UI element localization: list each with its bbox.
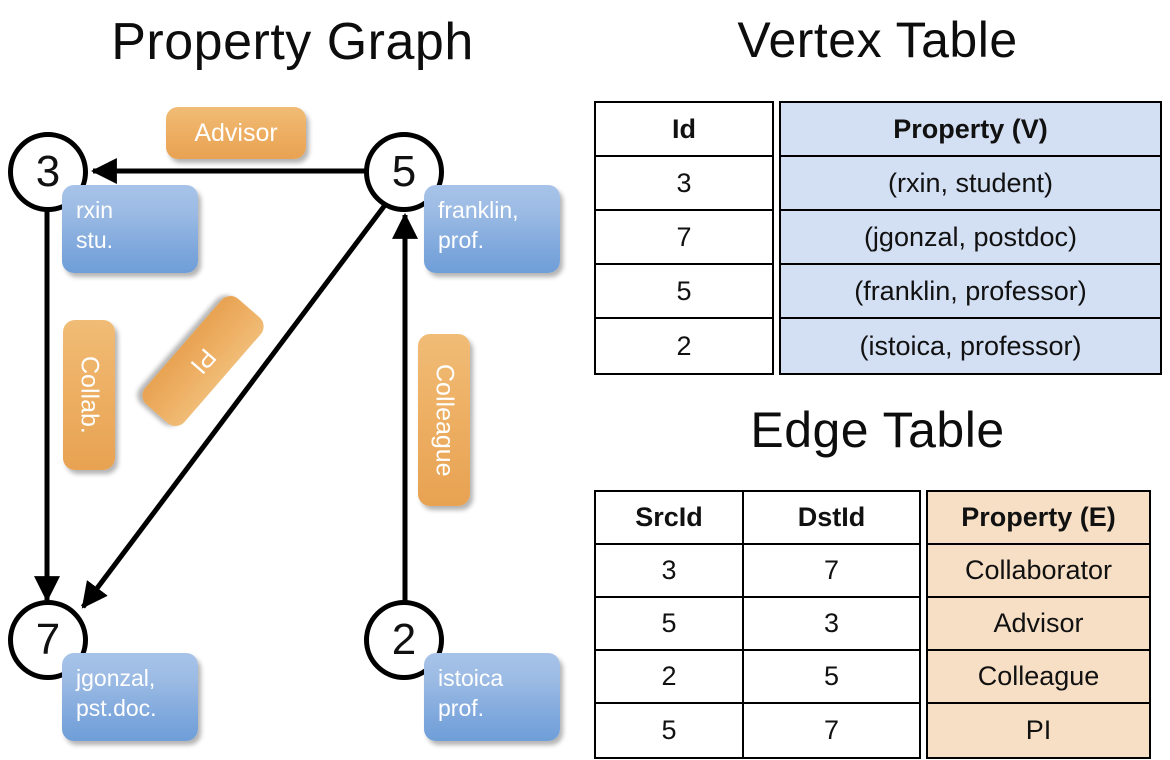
table-row: (istoica, professor) xyxy=(781,319,1160,373)
page-title-vertex-table: Vertex Table xyxy=(737,12,1018,68)
vertex-table-column-property: Property (V) (rxin, student) (jgonzal, p… xyxy=(779,101,1162,375)
table-row: (rxin, student) xyxy=(781,157,1160,211)
vertex-table: Id 3 7 5 2 Property (V) (rxin, student) … xyxy=(594,101,1162,375)
page-title-property-graph: Property Graph xyxy=(111,13,474,71)
table-row: 5 xyxy=(596,265,772,319)
table-row: 2 xyxy=(676,330,692,361)
table-row: 5 xyxy=(744,651,919,704)
table-row: 3 xyxy=(744,598,919,651)
table-row: (jgonzal, postdoc) xyxy=(781,211,1160,265)
table-row: 7 xyxy=(823,715,840,745)
table-row: 7 xyxy=(596,211,772,265)
vertex-property-box-2-line2: prof. xyxy=(438,695,485,721)
vertex-property-box-5[interactable]: franklin, prof. xyxy=(424,185,560,273)
table-row: Collaborator xyxy=(928,545,1149,598)
graph-node-2-label: 2 xyxy=(391,615,417,664)
edge-line-5-to-7 xyxy=(81,195,393,609)
graph-node-5-label: 5 xyxy=(391,147,417,196)
property-graph-diagram: 3 5 7 2 rxin stu. franklin, prof. jgonza… xyxy=(8,107,560,741)
vertex-table-column-id: Id 3 7 5 2 xyxy=(594,101,774,375)
graph-node-7-label: 7 xyxy=(35,615,61,664)
edge-label-advisor[interactable]: Advisor xyxy=(166,107,306,159)
table-row: 5 xyxy=(596,598,742,651)
edge-table: SrcId 3 5 2 5 DstId 7 3 5 7 Property (E)… xyxy=(594,490,1151,759)
vertex-property-box-5-line1: franklin, xyxy=(438,197,519,223)
table-row: 7 xyxy=(744,545,919,598)
graph-node-5[interactable]: 5 xyxy=(364,132,444,212)
table-row: 5 xyxy=(661,715,677,745)
edge-label-collab[interactable]: Collab. xyxy=(63,320,115,470)
edge-table-column-srcid: SrcId 3 5 2 5 xyxy=(594,490,744,759)
table-row: Colleague xyxy=(928,651,1149,704)
edge-label-advisor-text: Advisor xyxy=(194,118,278,147)
page-title-edge-table: Edge Table xyxy=(750,402,1005,458)
vertex-property-box-3[interactable]: rxin stu. xyxy=(62,185,198,273)
edge-label-pi-text: PI xyxy=(185,343,222,380)
vertex-table-header-property: Property (V) xyxy=(781,103,1160,157)
graph-node-2[interactable]: 2 xyxy=(364,600,444,680)
table-row: (franklin, professor) xyxy=(781,265,1160,319)
edge-label-colleague[interactable]: Colleague xyxy=(418,334,470,506)
vertex-property-box-2-line1: istoica xyxy=(438,665,504,691)
vertex-property-box-7[interactable]: jgonzal, pst.doc. xyxy=(62,653,198,741)
vertex-property-box-7-line1: jgonzal, xyxy=(76,665,156,691)
edge-label-collab-text: Collab. xyxy=(75,356,104,434)
vertex-property-box-2[interactable]: istoica prof. xyxy=(424,653,560,741)
table-row: 3 xyxy=(596,157,772,211)
vertex-property-box-7-line2: pst.doc. xyxy=(76,695,157,721)
graph-node-3-label: 3 xyxy=(35,147,61,196)
table-row: 2 xyxy=(596,651,742,704)
graph-edge-lines xyxy=(34,158,418,609)
edge-table-column-property: Property (E) Collaborator Advisor Collea… xyxy=(926,490,1151,759)
edge-table-header-property: Property (E) xyxy=(928,492,1149,545)
edge-table-header-dstid: DstId xyxy=(744,492,919,545)
vertex-table-header-id: Id xyxy=(596,103,772,157)
vertex-property-box-3-line2: stu. xyxy=(76,227,114,253)
vertex-property-box-5-line2: prof. xyxy=(438,227,485,253)
table-row: Advisor xyxy=(928,598,1149,651)
table-row: 3 xyxy=(596,545,742,598)
edge-table-column-dstid: DstId 7 3 5 7 xyxy=(744,490,921,759)
edge-label-colleague-text: Colleague xyxy=(430,363,459,477)
table-row: PI xyxy=(928,704,1149,757)
vertex-property-box-3-line1: rxin xyxy=(76,197,114,223)
edge-table-header-srcid: SrcId xyxy=(596,492,742,545)
